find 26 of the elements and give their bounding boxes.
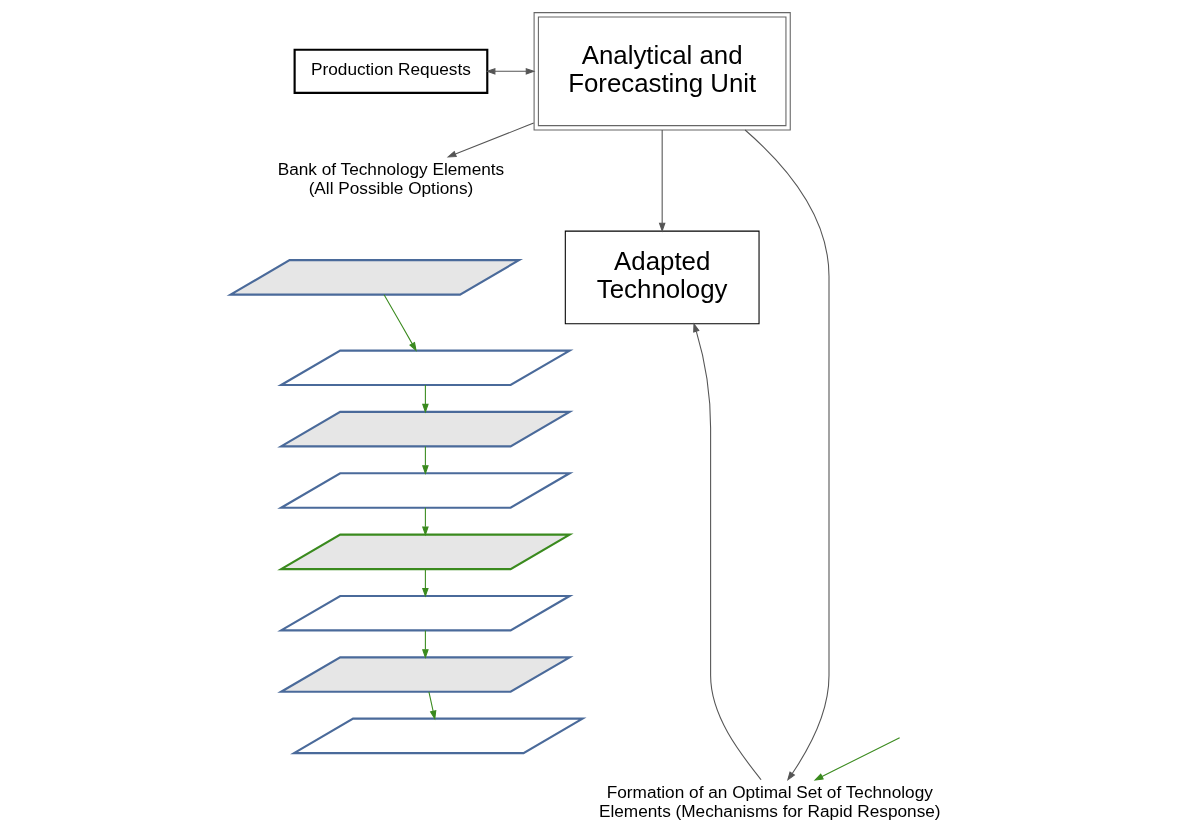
arrow [692,322,762,781]
arrow [421,384,429,414]
arrow [427,691,436,721]
node-parallelogram [276,410,574,448]
node-parallelogram [276,656,574,693]
node-text: Formation of an Optimal Set of Technology Elements (Mechanisms for Rapid Response) [598,782,941,822]
node-parallelogram [276,533,574,571]
arrow [383,294,417,352]
arrow [421,568,429,598]
node-box: Analytical and Forecasting Unit [533,12,791,131]
arrow [658,129,666,233]
node-box: Adapted Technology [564,230,760,325]
arrow [421,445,429,475]
arrow [813,737,900,781]
node-parallelogram [276,472,574,509]
arrow [744,129,830,782]
node-box: Production Requests [293,48,488,94]
arrow [446,122,534,158]
arrow [421,507,429,537]
node-parallelogram [226,259,523,296]
node-parallelogram [276,349,574,387]
arrow [485,67,535,75]
node-text: Bank of Technology Elements (All Possible Options) [277,158,504,199]
arrow [421,629,429,659]
node-parallelogram [289,717,587,755]
node-parallelogram [276,594,574,632]
